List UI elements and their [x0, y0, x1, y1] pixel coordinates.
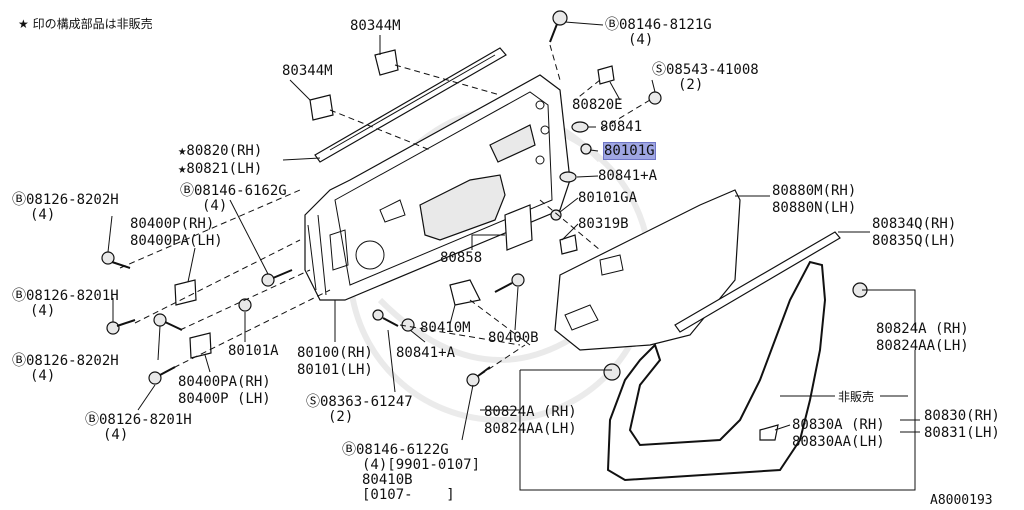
part-label-b08126-8201h-b: Ⓑ08126-8201H [85, 412, 192, 428]
part-qty-b08146-6162g: (4) [202, 198, 228, 214]
leader-lines [107, 21, 920, 491]
part-label-80824aa-right: 80824AA(LH) [876, 338, 969, 354]
part-label-80344m-left: 80344M [282, 63, 333, 79]
part-label-80820e: 80820E [572, 97, 623, 113]
part-label-80344m-top: 80344M [350, 18, 401, 34]
part-label-80101ga: 80101GA [578, 190, 638, 206]
part-label-80400pa-lh: 80400PA(LH) [130, 233, 223, 249]
part-label-b08126-8202h-a: Ⓑ08126-8202H [12, 192, 119, 208]
part-label-80824aa-mid: 80824AA(LH) [484, 421, 577, 437]
part-label-80830a: 80830A (RH) [792, 417, 885, 433]
part-label-80841: 80841 [600, 119, 643, 135]
part-label-80830rh: 80830(RH) [924, 408, 1000, 424]
clips-and-brackets [309, 49, 779, 441]
part-label-80858: 80858 [440, 250, 483, 266]
part-label-80410b: 80410B [362, 472, 413, 488]
part-label-80824a-mid: 80824A (RH) [484, 404, 577, 420]
part-qty-b08126-8201h-b: (4) [103, 427, 129, 443]
not-for-sale-label: 非販売 [838, 390, 875, 404]
part-label-b08146-6122g: Ⓑ08146-6122G [342, 442, 449, 458]
part-label-s08363-61247: Ⓢ08363-61247 [306, 394, 413, 410]
part-qty-s08363-61247: (2) [328, 409, 354, 425]
part-label-80319b: 80319B [578, 216, 629, 232]
part-qty-b08126-8201h-a: (4) [30, 303, 56, 319]
part-label-80821lh: ★80821(LH) [178, 161, 263, 177]
part-label-s08543-41008: Ⓢ08543-41008 [652, 62, 759, 78]
part-label-80101a: 80101A [228, 343, 279, 359]
part-label-80880m: 80880M(RH) [772, 183, 857, 199]
part-label-80400pa-rh: 80400PA(RH) [178, 374, 271, 390]
figure-id: A8000193 [930, 493, 993, 508]
belt-weatherstrip [674, 231, 841, 333]
part-label-80831lh: 80831(LH) [924, 425, 1000, 441]
part-label-80400p-rh: 80400P(RH) [130, 216, 215, 232]
part-label-80841a-right: 80841+A [598, 168, 658, 184]
part-qty-b08126-8202h-b: (4) [30, 368, 56, 384]
part-qty-b08126-8202h-a: (4) [30, 207, 56, 223]
part-label-b08126-8201h-a: Ⓑ08126-8201H [12, 288, 119, 304]
part-label-b08126-8202h-b: Ⓑ08126-8202H [12, 353, 119, 369]
legend-note: ★ 印の構成部品は非販売 [18, 17, 153, 31]
part-label-b08146-6162g: Ⓑ08146-6162G [180, 183, 287, 199]
part-qty-b08146-6122g: (4)[9901-0107] [362, 457, 481, 473]
part-label-80400b: 80400B [488, 330, 539, 346]
door-inner-panel [304, 74, 571, 301]
door-trim-panel [554, 189, 741, 351]
assembly-dashed-lines [119, 44, 651, 376]
part-qty-b08146-8121g: (4) [628, 32, 654, 48]
door-weatherstrip-seal [606, 260, 827, 482]
part-label-80824a-right: 80824A (RH) [876, 321, 969, 337]
part-label-80841a-mid: 80841+A [396, 345, 456, 361]
part-label-b08146-8121g: Ⓑ08146-8121G [605, 17, 712, 33]
part-label-80100rh: 80100(RH) [297, 345, 373, 361]
part-label-80830aa: 80830AA(LH) [792, 434, 885, 450]
part-label-80400p-lh: 80400P (LH) [178, 391, 271, 407]
part-range-80410b: [0107- ] [362, 487, 455, 503]
hinge-upper [174, 279, 197, 306]
part-label-80410m: 80410M [420, 320, 471, 336]
part-label-80835q: 80835Q(LH) [872, 233, 957, 249]
part-label-80880n: 80880N(LH) [772, 200, 857, 216]
hinge-lower [189, 332, 212, 359]
part-label-80820rh: ★80820(RH) [178, 143, 263, 159]
part-label-80101g-highlighted[interactable]: 80101G [603, 142, 656, 160]
bolt-shapes [101, 10, 868, 387]
sash-moulding-strip [314, 47, 507, 163]
part-qty-s08543-41008: (2) [678, 77, 704, 93]
part-label-80101lh: 80101(LH) [297, 362, 373, 378]
part-label-80834q: 80834Q(RH) [872, 216, 957, 232]
